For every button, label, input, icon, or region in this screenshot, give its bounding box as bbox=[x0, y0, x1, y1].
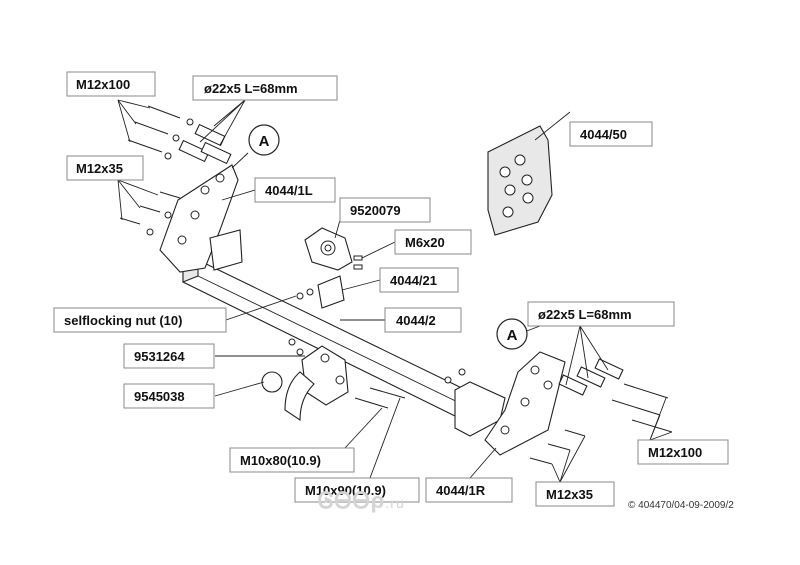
svg-text:4044/2: 4044/2 bbox=[396, 313, 436, 328]
watermark-main: ᎶᎾᎾρ bbox=[318, 488, 386, 513]
label-m12x100-right: M12x100 bbox=[637, 439, 729, 465]
bolts-m10 bbox=[288, 338, 466, 409]
svg-text:selflocking nut (10): selflocking nut (10) bbox=[64, 313, 182, 328]
right-bracket-part bbox=[484, 351, 566, 456]
label-ball: 9545038 bbox=[123, 383, 215, 409]
label-sleeve-top: ø22x5 L=68mm bbox=[192, 75, 338, 101]
watermark-domain: .ru bbox=[385, 495, 405, 511]
label-m10x80: M10x80(10.9) bbox=[229, 447, 355, 473]
label-m12x35-top: M12x35 bbox=[66, 155, 144, 181]
label-sleeve-right: ø22x5 L=68mm bbox=[527, 301, 675, 327]
callout-a-top: A bbox=[248, 124, 280, 156]
sleeves-top bbox=[178, 123, 232, 165]
tow-ball-part bbox=[261, 345, 349, 422]
label-ball-plate: 9531264 bbox=[123, 343, 215, 369]
crossbar-part bbox=[182, 259, 506, 437]
label-socket-plate: 9520079 bbox=[339, 197, 431, 223]
label-bracket-right: 4044/1R bbox=[425, 477, 513, 503]
watermark-logo: ᎶᎾᎾρ.ru bbox=[318, 488, 405, 514]
svg-text:M12x35: M12x35 bbox=[546, 487, 593, 502]
svg-text:4044/1L: 4044/1L bbox=[265, 183, 313, 198]
svg-text:ø22x5 L=68mm: ø22x5 L=68mm bbox=[538, 307, 632, 322]
copyright-note: © 404470/04-09-2009/2 bbox=[628, 500, 734, 511]
svg-text:M12x100: M12x100 bbox=[76, 77, 130, 92]
label-crossbar: 4044/2 bbox=[384, 307, 462, 333]
label-reinforce: 4044/50 bbox=[569, 121, 653, 147]
callout-a-mid: A bbox=[496, 318, 528, 350]
svg-text:4044/50: 4044/50 bbox=[580, 127, 627, 142]
svg-text:4044/1R: 4044/1R bbox=[436, 483, 486, 498]
label-m10x90: M10x90(10.9) bbox=[294, 477, 420, 503]
label-nut: selflocking nut (10) bbox=[53, 307, 227, 333]
svg-text:4044/21: 4044/21 bbox=[390, 273, 437, 288]
svg-text:9520079: 9520079 bbox=[350, 203, 401, 218]
svg-text:M12x100: M12x100 bbox=[648, 445, 702, 460]
bolts-m12x100-top bbox=[127, 105, 194, 160]
callout-a-top-text: A bbox=[259, 133, 270, 150]
label-m6x20: M6x20 bbox=[394, 229, 472, 255]
label-bracket-left: 4044/1L bbox=[254, 177, 336, 203]
left-bracket-part bbox=[159, 164, 243, 273]
svg-text:9531264: 9531264 bbox=[134, 349, 185, 364]
svg-text:9545038: 9545038 bbox=[134, 389, 185, 404]
label-m12x100-top: M12x100 bbox=[66, 71, 156, 97]
reinforcement-plate-part bbox=[487, 125, 553, 236]
socket-plate-part bbox=[304, 227, 363, 271]
svg-text:M12x35: M12x35 bbox=[76, 161, 123, 176]
svg-text:M6x20: M6x20 bbox=[405, 235, 445, 250]
clamp-part bbox=[296, 275, 345, 309]
bolts-m12x100-right bbox=[611, 383, 673, 433]
label-clamp: 4044/21 bbox=[379, 267, 459, 293]
svg-text:ø22x5 L=68mm: ø22x5 L=68mm bbox=[204, 81, 298, 96]
label-m12x35-bottom: M12x35 bbox=[535, 481, 615, 507]
bolts-m12x35-top bbox=[119, 191, 181, 236]
sleeves-right bbox=[558, 358, 624, 396]
callout-a-mid-text: A bbox=[507, 327, 518, 344]
svg-text:M10x90(10.9): M10x90(10.9) bbox=[305, 483, 386, 498]
svg-text:M10x80(10.9): M10x80(10.9) bbox=[240, 453, 321, 468]
leader-lines bbox=[117, 99, 673, 483]
bolts-m12x35-bottom bbox=[529, 429, 586, 465]
